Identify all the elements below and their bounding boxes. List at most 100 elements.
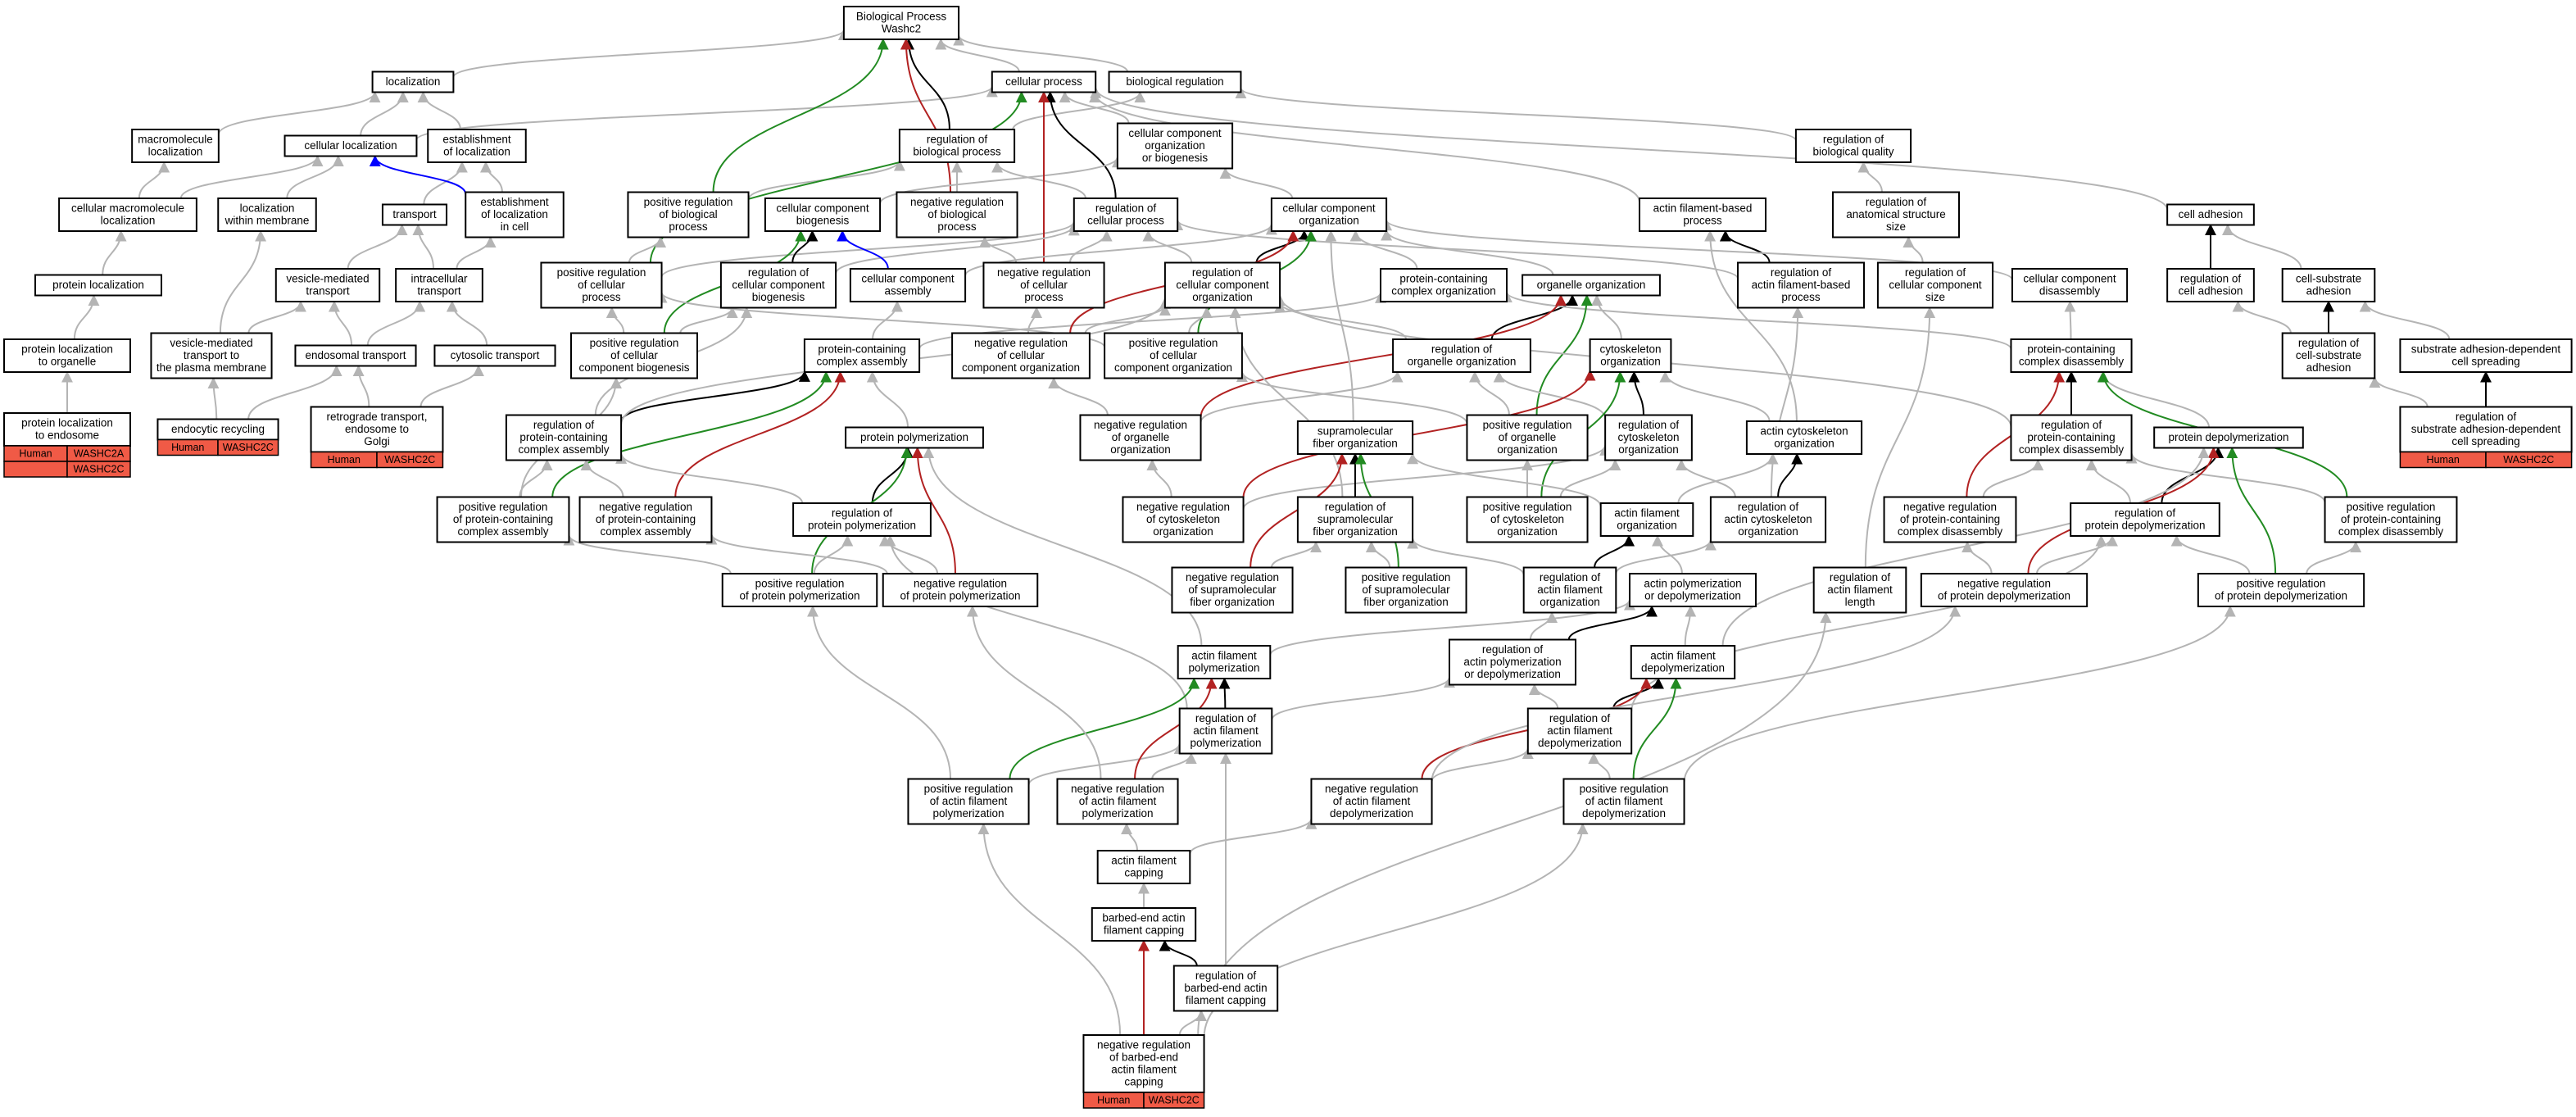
go-term-node-cellular-process[interactable]: cellular process xyxy=(991,70,1097,93)
go-term-node-biological-regulation[interactable]: biological regulation xyxy=(1108,70,1242,93)
go-term-node-transport[interactable]: transport xyxy=(381,203,448,226)
go-term-node-protein-depolymerization[interactable]: protein depolymerization xyxy=(2153,426,2304,449)
go-term-node-cytosolic-transport[interactable]: cytosolic transport xyxy=(433,344,556,367)
go-term-node-cellular-localization[interactable]: cellular localization xyxy=(283,134,418,157)
go-term-node-retrograde-transport[interactable]: retrograde transport,endosome toGolgiHum… xyxy=(310,406,444,469)
go-term-node-cell-adhesion[interactable]: cell adhesion xyxy=(2166,203,2255,226)
annotation-species: Human xyxy=(328,454,361,465)
node-label-line: cell adhesion xyxy=(2179,208,2243,220)
go-term-node-protein-polymerization[interactable]: protein polymerization xyxy=(845,426,984,449)
go-term-node-endosomal-transport[interactable]: endosomal transport xyxy=(294,344,417,367)
node-label-line: adhesion xyxy=(2306,285,2352,297)
go-term-node-organelle-organization[interactable]: organelle organization xyxy=(1522,274,1661,297)
go-term-node-localization[interactable]: localization xyxy=(371,70,455,93)
node-box xyxy=(1522,274,1661,297)
go-term-node-protein-localization[interactable]: protein localization xyxy=(34,274,162,297)
